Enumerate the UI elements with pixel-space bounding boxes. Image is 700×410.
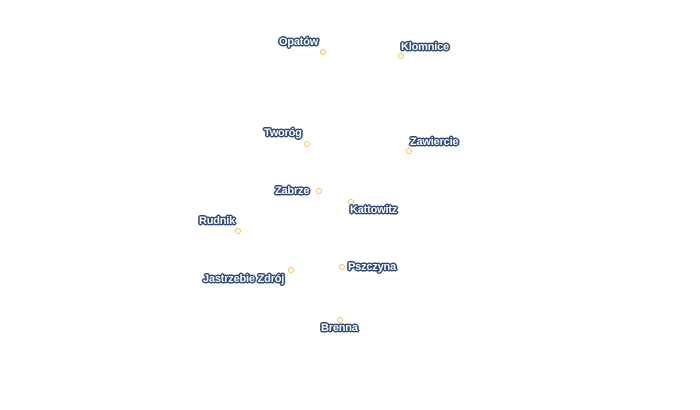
- place-marker-icon[interactable]: [304, 141, 310, 147]
- place-label: Kattowitz: [350, 204, 398, 216]
- place-label: Pszczyna: [348, 261, 396, 273]
- place-label: Brenna: [321, 322, 358, 334]
- place-marker-icon[interactable]: [398, 53, 404, 59]
- place-label: Opatów: [279, 36, 319, 48]
- place-label: Jastrzebie Zdrój: [203, 273, 285, 285]
- place-label: Rudnik: [199, 215, 236, 227]
- place-marker-icon[interactable]: [320, 49, 326, 55]
- place-marker-icon[interactable]: [235, 228, 241, 234]
- place-label: Zawiercie: [410, 136, 459, 148]
- place-label: Klomnice: [401, 41, 449, 53]
- place-marker-icon[interactable]: [316, 188, 322, 194]
- place-marker-icon[interactable]: [339, 264, 345, 270]
- place-marker-icon[interactable]: [406, 148, 412, 154]
- place-marker-icon[interactable]: [348, 199, 354, 205]
- place-label: Zabrze: [275, 185, 310, 197]
- place-marker-icon[interactable]: [288, 267, 294, 273]
- place-marker-icon[interactable]: [337, 317, 343, 323]
- place-label: Tworóg: [264, 127, 302, 139]
